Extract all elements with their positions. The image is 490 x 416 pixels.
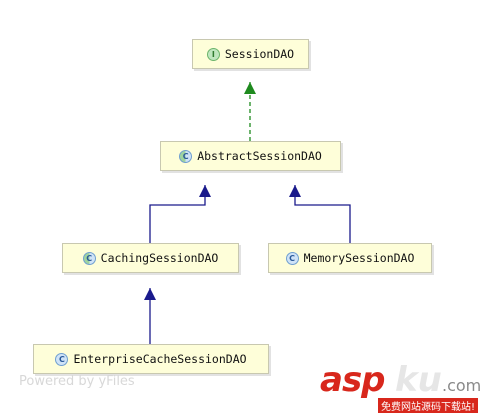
node-label: AbstractSessionDAO	[197, 149, 322, 163]
logo-com-text: .com	[442, 376, 482, 395]
interface-icon: I	[206, 47, 220, 61]
edge-extends	[294, 185, 351, 243]
arrowhead-extends	[144, 288, 156, 300]
powered-by-watermark: Powered by yFiles	[19, 374, 135, 389]
site-logo: asp ku .com 免费网站源码下载站!	[320, 360, 485, 413]
node-label: EnterpriseCacheSessionDAO	[73, 352, 247, 366]
class-icon: C	[285, 251, 299, 265]
node-label: MemorySessionDAO	[303, 251, 415, 265]
class-icon: C	[55, 352, 69, 366]
arrowhead-extends	[289, 185, 301, 197]
node-session-dao[interactable]: I SessionDAO	[192, 39, 309, 69]
arrowhead-extends	[199, 185, 211, 197]
node-label: CachingSessionDAO	[100, 251, 219, 265]
abstract-class-icon: C	[179, 149, 193, 163]
arrowhead-implements	[244, 82, 256, 94]
logo-subtitle: 免费网站源码下载站!	[378, 398, 479, 413]
abstract-class-icon: C	[82, 251, 96, 265]
node-memory-session-dao[interactable]: C MemorySessionDAO	[268, 243, 432, 273]
logo-asp-text: asp	[320, 360, 386, 400]
node-label: SessionDAO	[224, 47, 295, 61]
node-caching-session-dao[interactable]: C CachingSessionDAO	[62, 243, 239, 273]
node-enterprise-cache-session-dao[interactable]: C EnterpriseCacheSessionDAO	[33, 344, 269, 374]
edges-layer	[144, 82, 351, 344]
edge-extends	[149, 185, 206, 243]
logo-ku-text: ku	[395, 360, 442, 400]
node-abstract-session-dao[interactable]: C AbstractSessionDAO	[160, 141, 341, 171]
